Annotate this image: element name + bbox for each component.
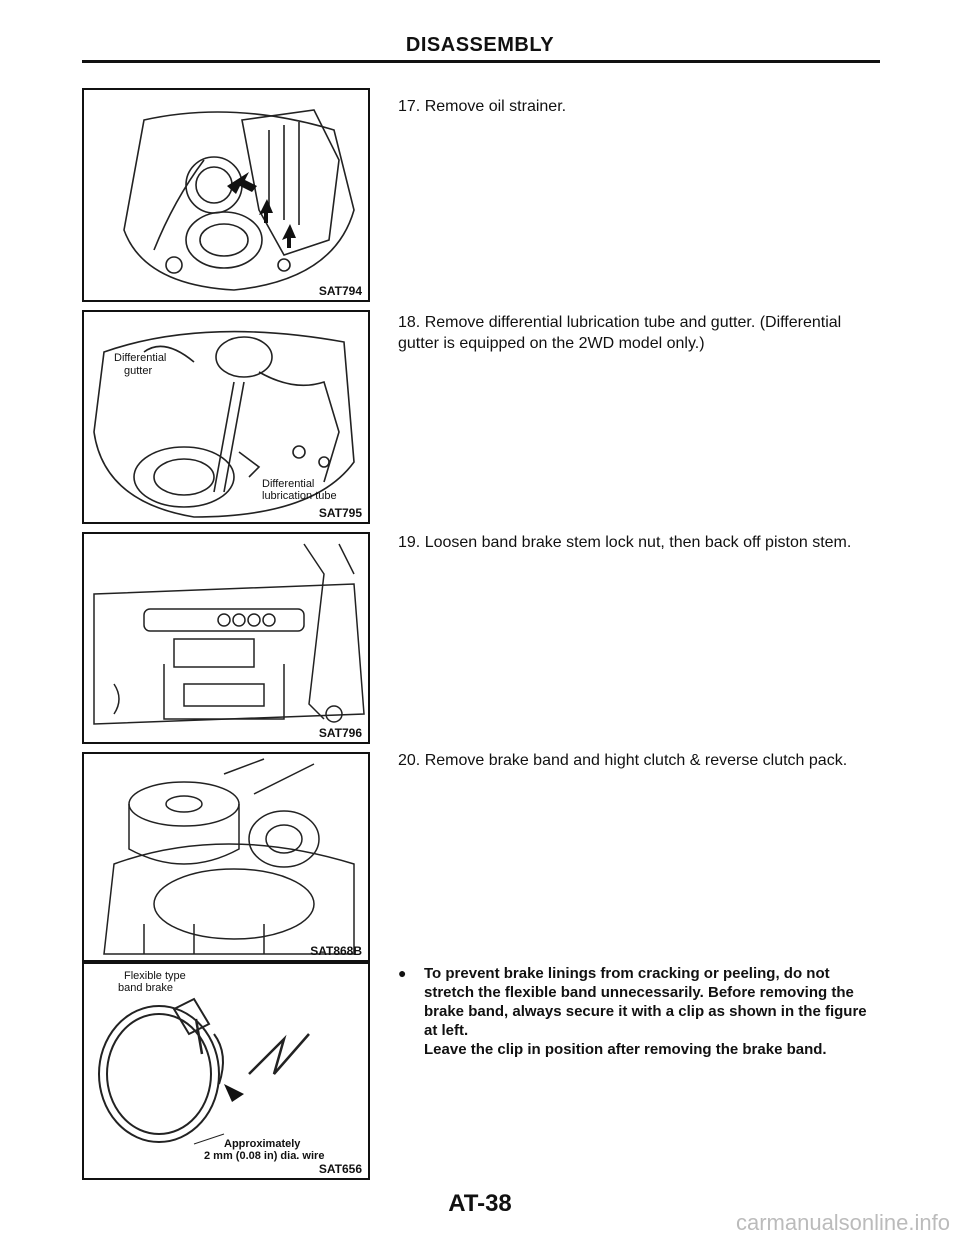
figure-differential-gutter: Differential gutter Differential lubrica… [82,310,370,524]
differential-gutter-illustration [93,330,355,518]
label-lubrication-tube: lubrication tube [262,490,337,502]
figure-code: SAT796 [318,726,362,740]
note-line-2: Leave the clip in position after removin… [424,1041,827,1058]
oil-strainer-illustration [123,109,355,291]
header-rule [82,60,880,63]
step-20: 20. Remove brake band and hight clutch &… [398,752,848,769]
watermark: carmanualsonline.info [735,1210,950,1235]
band-brake-clip-illustration [98,997,310,1145]
label-approximately: Approximately [224,1138,301,1150]
figure-code: SAT795 [318,506,362,520]
page-title: DISASSEMBLY [405,34,555,56]
figure-clutch-pack: SAT868B [82,752,370,962]
label-gutter: gutter [124,365,153,377]
step-19: 19. Loosen band brake stem lock nut, the… [398,534,852,551]
label-differential-2: Differential [262,478,315,490]
page-number: AT-38 [448,1190,512,1217]
figure-band-brake-stem: SAT796 [82,532,370,744]
figure-band-brake-clip: Flexible type band brake Approximately 2… [82,962,370,1180]
figure-code: SAT656 [318,1162,362,1176]
label-wire-diameter: 2 mm (0.08 in) dia. wire [204,1150,325,1162]
figure-code: SAT868B [310,944,362,958]
figure-oil-strainer: SAT794 [82,88,370,302]
note-line-1: To prevent brake linings from cracking o… [424,965,867,1039]
bullet-icon: ● [398,965,407,981]
label-differential-1: Differential [114,352,167,364]
step-18: 18. Remove differential lubrication tube… [398,314,842,352]
band-brake-stem-illustration [93,543,365,725]
label-band-brake: band brake [118,982,174,994]
caution-note: ● To prevent brake linings from cracking… [398,964,883,1059]
label-flexible-type: Flexible type [124,970,186,982]
step-17: 17. Remove oil strainer. [398,98,567,115]
clutch-pack-illustration [103,758,355,955]
figure-code: SAT794 [318,284,362,298]
